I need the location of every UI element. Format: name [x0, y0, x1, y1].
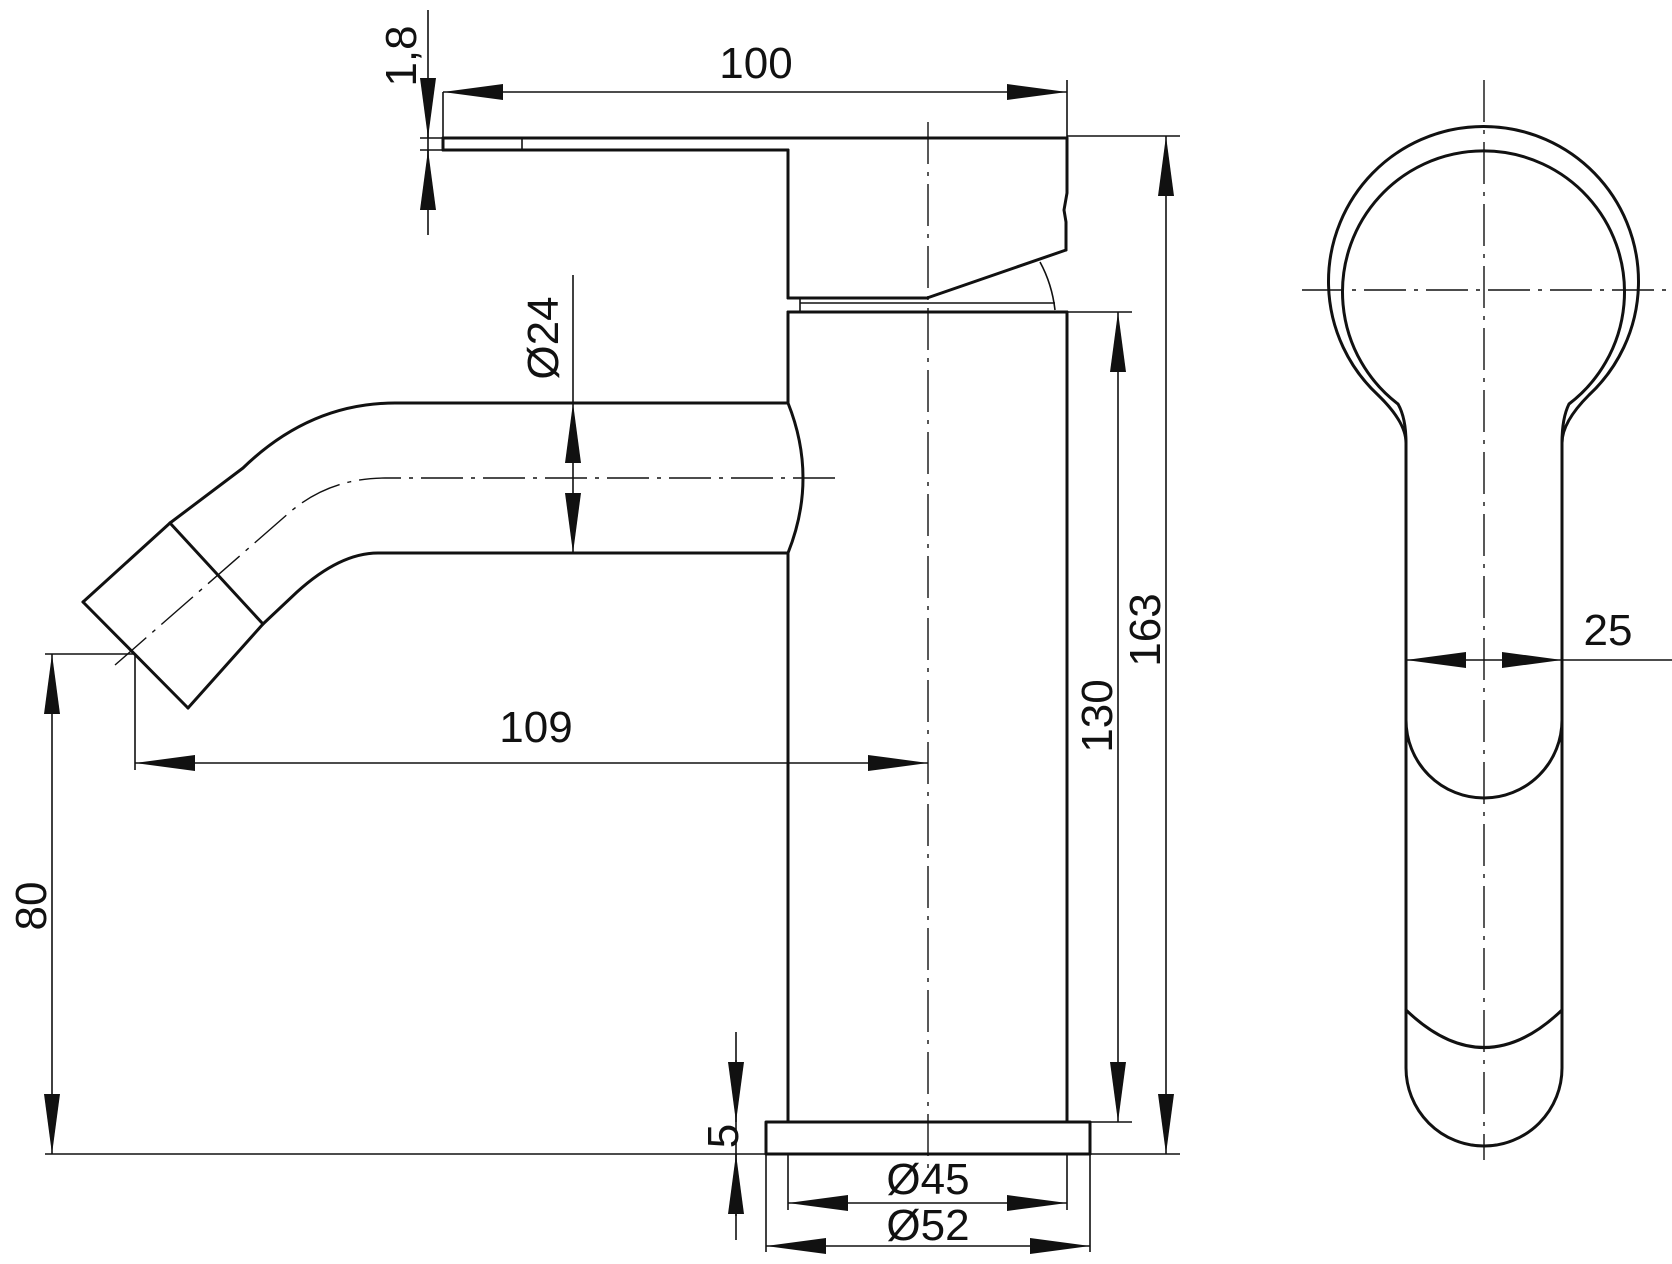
front-view: 25	[1302, 80, 1672, 1160]
dim-label-base: 5	[699, 1124, 748, 1148]
dim-label-reach: 109	[499, 703, 572, 752]
dim-label-spout-dia: Ø24	[519, 296, 568, 379]
dim-label-base-inner: Ø45	[886, 1155, 969, 1204]
dim-label-base-outer: Ø52	[886, 1201, 969, 1250]
lever-inner-outline	[1341, 149, 1626, 800]
dim-label-total: 163	[1121, 593, 1170, 666]
side-view: 1,8 100 Ø24 109 130 163 80 5 Ø45 Ø52	[7, 10, 1180, 1254]
dim-label-width: 100	[719, 39, 792, 88]
dim-label-spout-height: 80	[7, 882, 56, 931]
extension-lines	[45, 10, 1180, 1252]
lever-plate	[441, 136, 1069, 312]
lever-outer-outline	[1327, 124, 1640, 1148]
dim-label-lever: 25	[1584, 606, 1633, 655]
dim-label-top-plate: 1,8	[377, 25, 426, 86]
dim-label-body: 130	[1073, 679, 1122, 752]
spout	[81, 401, 835, 710]
